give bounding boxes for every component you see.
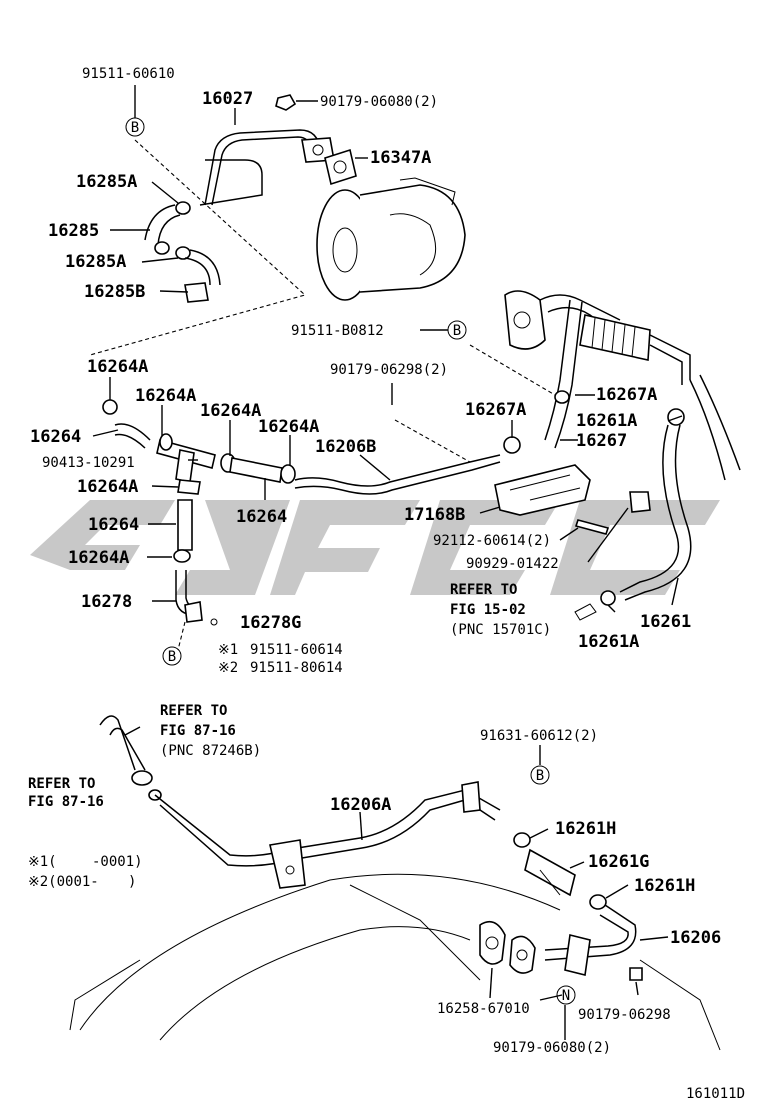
ref1-line2: FIG 15-02 xyxy=(450,602,526,618)
label-16347A: 16347A xyxy=(370,148,431,168)
label-16261G: 16261G xyxy=(588,852,649,872)
label-16267: 16267 xyxy=(576,431,627,451)
label-90179-06298: 90179-06298 xyxy=(578,1007,671,1023)
label-16206B: 16206B xyxy=(315,437,376,457)
turbo-oil-pipe-group xyxy=(144,94,466,303)
label-90179-06080-top: 90179-06080(2) xyxy=(320,94,438,110)
label-16261A-1: 16261A xyxy=(576,411,637,431)
label-16278G: 16278G xyxy=(240,613,301,633)
marker-b-2: B xyxy=(447,320,467,340)
svg-text:B: B xyxy=(168,649,176,665)
label-16264A-4: 16264A xyxy=(258,417,319,437)
marker-b-4: B xyxy=(530,765,550,785)
svg-text:B: B xyxy=(453,323,461,339)
label-92112-60614-2: 92112-60614(2) xyxy=(433,533,551,549)
label-16264A-6: 16264A xyxy=(68,548,129,568)
label-16261H-1: 16261H xyxy=(555,819,616,839)
leader-lines xyxy=(92,85,683,1040)
label-16285A-2: 16285A xyxy=(65,252,126,272)
label-16278: 16278 xyxy=(81,592,132,612)
label-16206: 16206 xyxy=(670,928,721,948)
ref2-line1: REFER TO xyxy=(160,703,227,719)
marker-b-3: B xyxy=(162,646,182,666)
label-16285: 16285 xyxy=(48,221,99,241)
svg-text:B: B xyxy=(536,768,544,784)
range2-mark: ※2(0001- xyxy=(28,874,99,890)
figure-id: 161011D xyxy=(686,1086,745,1102)
ref3-line2: FIG 87-16 xyxy=(28,794,104,810)
label-17168B: 17168B xyxy=(404,505,465,525)
marker-b-1: B xyxy=(125,117,145,137)
label-16264A-5: 16264A xyxy=(77,477,138,497)
label-91511-B0812: 91511-B0812 xyxy=(291,323,384,339)
range1-mark: ※1( xyxy=(28,854,57,870)
ref1-line3: (PNC 15701C) xyxy=(450,622,551,638)
label-91631-60612-2: 91631-60612(2) xyxy=(480,728,598,744)
leader-dash-2 xyxy=(469,344,556,396)
label-91511-80614: 91511-80614 xyxy=(250,660,343,676)
label-16264A-1: 16264A xyxy=(87,357,148,377)
ref2-line2: FIG 87-16 xyxy=(160,723,236,739)
range1-end: -0001) xyxy=(92,854,143,870)
label-16264-2: 16264 xyxy=(88,515,139,535)
label-90179-06298-2: 90179-06298(2) xyxy=(330,362,448,378)
label-16258-67010: 16258-67010 xyxy=(437,1001,530,1017)
label-16027: 16027 xyxy=(202,89,253,109)
label-16267A-1: 16267A xyxy=(596,385,657,405)
label-16261H-2: 16261H xyxy=(634,876,695,896)
label-16285B: 16285B xyxy=(84,282,145,302)
label-16264-1: 16264 xyxy=(30,427,81,447)
svg-text:B: B xyxy=(131,120,139,136)
label-90179-06080-bottom: 90179-06080(2) xyxy=(493,1040,611,1056)
label-16267A-2: 16267A xyxy=(465,400,526,420)
label-16264A-2: 16264A xyxy=(135,386,196,406)
leader-dash-1 xyxy=(89,139,307,356)
leader-dash-3 xyxy=(394,419,471,463)
label-90413-10291: 90413-10291 xyxy=(42,455,135,471)
label-16264-3: 16264 xyxy=(236,507,287,527)
lower-pipe-group xyxy=(69,715,721,1051)
svg-text:N: N xyxy=(562,988,570,1004)
label-16206A: 16206A xyxy=(330,795,391,815)
water-hose-group xyxy=(102,290,741,651)
range2-end: ) xyxy=(128,874,136,890)
note-mark-2: ※2 xyxy=(218,660,238,676)
marker-n: N xyxy=(556,985,576,1005)
note-mark-1: ※1 xyxy=(218,642,238,658)
label-16261: 16261 xyxy=(640,612,691,632)
label-91511-60614: 91511-60614 xyxy=(250,642,343,658)
label-90929-01422: 90929-01422 xyxy=(466,556,559,572)
label-91511-60610: 91511-60610 xyxy=(82,66,175,82)
label-16285A-1: 16285A xyxy=(76,172,137,192)
ref1-line1: REFER TO xyxy=(450,582,517,598)
ref2-line3: (PNC 87246B) xyxy=(160,743,261,759)
label-16261A-2: 16261A xyxy=(578,632,639,652)
ref3-line1: REFER TO xyxy=(28,776,95,792)
label-16264A-3: 16264A xyxy=(200,401,261,421)
